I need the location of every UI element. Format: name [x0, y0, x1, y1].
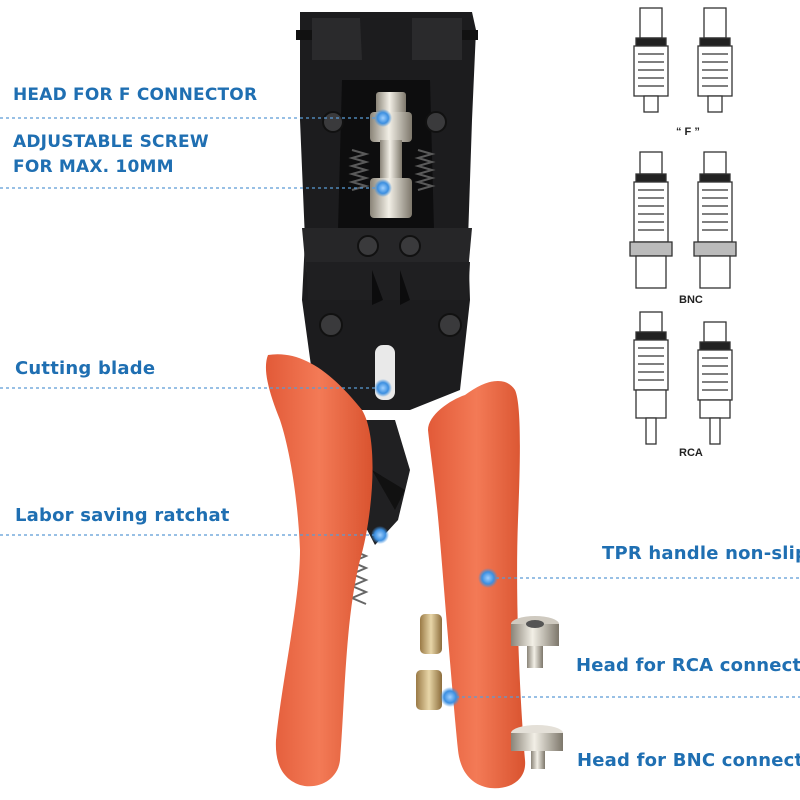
rca-connector-caption: RCA [679, 447, 703, 459]
callout-dots [371, 109, 498, 707]
f-connector-head-label: HEAD FOR F CONNECTOR [13, 85, 258, 105]
callout-lines [0, 117, 800, 698]
tool-handles [265, 354, 526, 789]
f-connector-caption: “ F ” [676, 126, 700, 138]
bnc-connector-caption: BNC [679, 294, 703, 306]
cutting-blade-label: Cutting blade [15, 358, 156, 379]
tpr-handle-label: TPR handle non-slip [602, 543, 800, 564]
rca-connector-sketches [633, 311, 733, 445]
bnc-spare-head [511, 725, 563, 769]
ratchet-linkage [360, 420, 410, 545]
f-connector-sketches [633, 7, 733, 113]
bolts [319, 111, 462, 513]
adjustable-screw-label-line1: ADJUSTABLE SCREW [13, 132, 209, 152]
ratchet-label: Labor saving ratchat [15, 505, 230, 526]
bnc-head-label: Head for BNC connector [577, 750, 800, 771]
bnc-connector-sketches [629, 151, 737, 289]
handle-thumb-screws [416, 614, 442, 710]
rca-spare-head [511, 616, 559, 668]
head-spring [348, 149, 436, 191]
adjustable-screw-label-line2: FOR MAX. 10MM [13, 157, 174, 177]
rca-head-label: Head for RCA connector [576, 655, 800, 676]
f-connector-head [370, 92, 412, 218]
